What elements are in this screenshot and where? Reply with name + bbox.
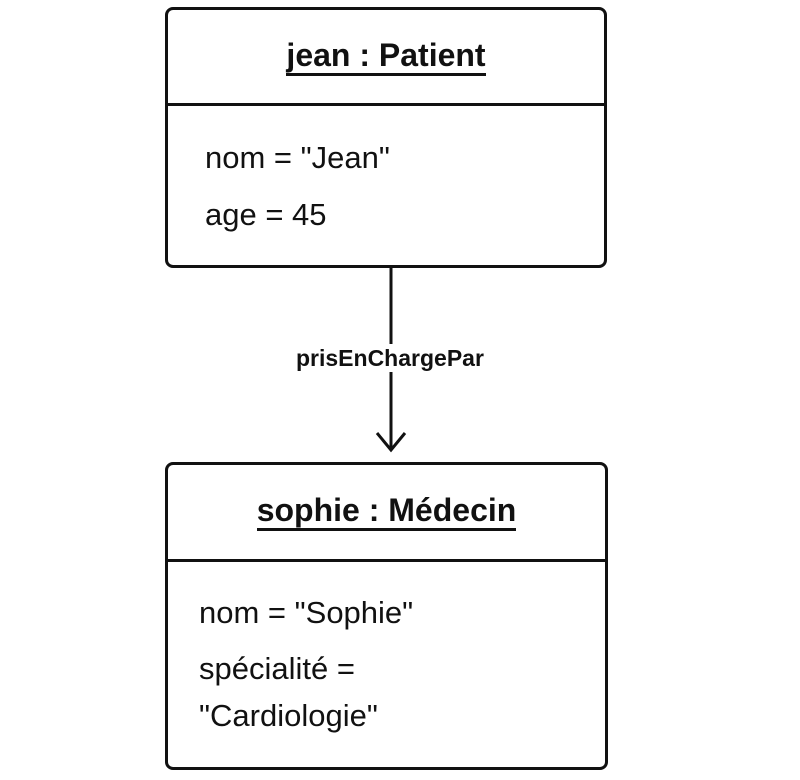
object-patient-header: jean : Patient <box>168 10 604 106</box>
attribute-specialite: spécialité = <box>199 651 355 686</box>
attribute-age: age = 45 <box>205 197 327 232</box>
association-label: prisEnChargePar <box>296 344 484 372</box>
attribute-nom: nom = "Jean" <box>205 140 390 175</box>
object-patient-title: jean : Patient <box>286 38 486 76</box>
object-medecin-header: sophie : Médecin <box>168 465 605 562</box>
arrowhead-icon <box>375 432 407 453</box>
attribute-nom: nom = "Sophie" <box>199 595 414 630</box>
object-patient: jean : Patient nom = "Jean" age = 45 <box>165 7 607 268</box>
object-medecin-title: sophie : Médecin <box>256 493 517 531</box>
attribute-specialite-value: "Cardiologie" <box>199 698 378 733</box>
object-medecin: sophie : Médecin nom = "Sophie" spéciali… <box>165 462 608 770</box>
